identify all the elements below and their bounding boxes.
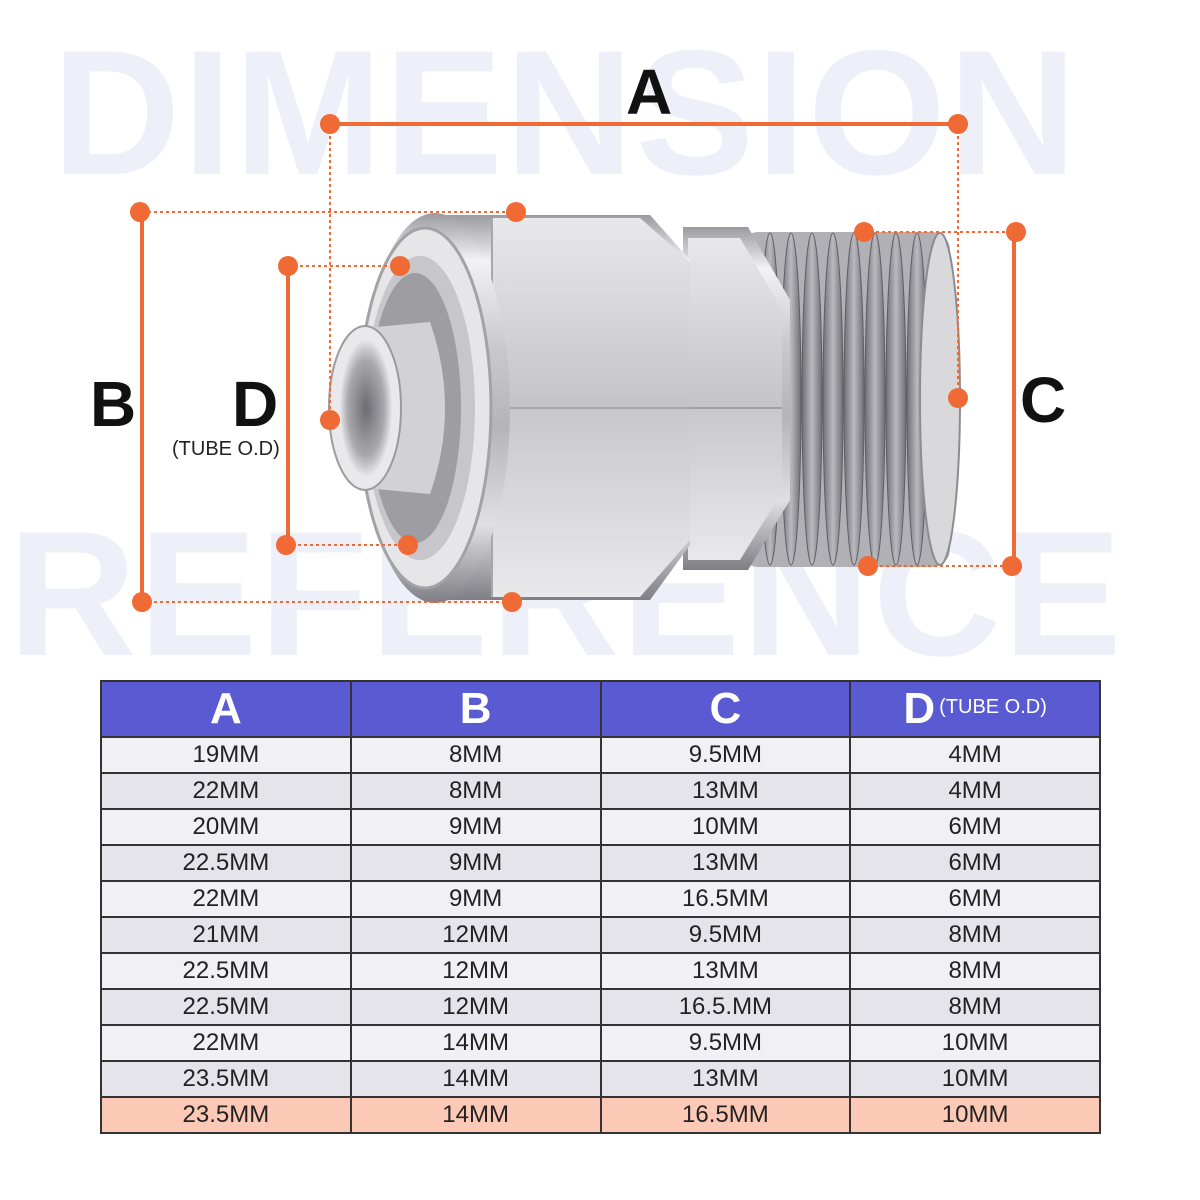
dimension-point-d-top <box>278 256 298 276</box>
header-b: B <box>349 680 602 738</box>
dimension-point-a-right <box>948 388 968 408</box>
table-cell: 13MM <box>599 952 852 990</box>
thread-ridge <box>801 232 823 566</box>
dimension-point-d-top-end <box>390 256 410 276</box>
thread-ridge <box>864 232 886 566</box>
rear-hex-nut <box>683 227 790 570</box>
table-cell: 21MM <box>100 916 352 954</box>
table-cell: 16.5MM <box>599 1096 852 1134</box>
table-cell: 6MM <box>849 808 1101 846</box>
table-cell: 22.5MM <box>100 988 352 1026</box>
table-cell: 8MM <box>849 916 1101 954</box>
dimension-label-b: B <box>90 368 137 440</box>
watermark-dimension: DIMENSION <box>52 13 1079 212</box>
table-cell: 16.5.MM <box>599 988 852 1026</box>
table-cell: 10MM <box>849 1096 1101 1134</box>
table-cell: 8MM <box>349 772 602 810</box>
table-cell: 19MM <box>100 736 352 774</box>
dimension-point-b-bottom <box>132 592 152 612</box>
table-cell: 9MM <box>349 880 602 918</box>
dimension-point-a-left <box>320 410 340 430</box>
table-cell: 16.5MM <box>599 880 852 918</box>
table-cell: 9.5MM <box>599 1024 852 1062</box>
table-cell: 22.5MM <box>100 844 352 882</box>
dimension-label-d-sub: (TUBE O.D) <box>172 438 280 460</box>
thread-ridge <box>843 232 865 566</box>
table-cell: 20MM <box>100 808 352 846</box>
header-d: D(TUBE O.D) <box>849 680 1101 738</box>
header-d-sub: (TUBE O.D) <box>939 696 1047 718</box>
table-cell: 13MM <box>599 844 852 882</box>
dimension-lines <box>130 114 1026 612</box>
dimension-point-b-bottom-end <box>502 592 522 612</box>
table-cell: 22MM <box>100 772 352 810</box>
table-cell: 22MM <box>100 1024 352 1062</box>
dimension-point-c-top-end <box>854 222 874 242</box>
table-cell: 14MM <box>349 1096 602 1134</box>
table-cell: 8MM <box>849 952 1101 990</box>
fitting-diagram <box>130 114 1026 612</box>
header-c: C <box>599 680 852 738</box>
table-cell: 14MM <box>349 1024 602 1062</box>
table-cell: 4MM <box>849 736 1101 774</box>
table-cell: 22MM <box>100 880 352 918</box>
thread-ridge <box>822 232 844 566</box>
table-cell: 4MM <box>849 772 1101 810</box>
table-cell: 23.5MM <box>100 1060 352 1098</box>
table-cell: 10MM <box>599 808 852 846</box>
thread-ridge <box>885 232 907 566</box>
table-cell: 9.5MM <box>599 736 852 774</box>
dimension-point-c-top <box>1006 222 1026 242</box>
table-cell: 23.5MM <box>100 1096 352 1134</box>
table-cell: 22.5MM <box>100 952 352 990</box>
table-cell: 14MM <box>349 1060 602 1098</box>
table-header-row: A B C D(TUBE O.D) <box>100 680 1101 738</box>
table-cell: 12MM <box>349 952 602 990</box>
dimension-label-a: A <box>626 56 673 128</box>
tube-nose <box>328 322 445 494</box>
table-cell: 13MM <box>599 772 852 810</box>
dimension-point-d-bottom <box>276 535 296 555</box>
table-cell: 10MM <box>849 1024 1101 1062</box>
table-cell: 12MM <box>349 988 602 1026</box>
table-cell: 9MM <box>349 808 602 846</box>
dimension-point-b-top <box>130 202 150 222</box>
table-cell: 12MM <box>349 916 602 954</box>
table-cell: 9MM <box>349 844 602 882</box>
dimension-point-b-top-end <box>506 202 526 222</box>
header-a: A <box>100 680 352 738</box>
table-cell: 10MM <box>849 1060 1101 1098</box>
dimension-point-c-bottom-end <box>858 556 878 576</box>
table-cell: 9.5MM <box>599 916 852 954</box>
dimension-label-c: C <box>1020 364 1067 436</box>
table-cell: 8MM <box>349 736 602 774</box>
dimension-point-a-start <box>320 114 340 134</box>
table-cell: 13MM <box>599 1060 852 1098</box>
dimension-point-d-bottom-end <box>398 535 418 555</box>
table-cell: 6MM <box>849 880 1101 918</box>
dimension-point-a-end <box>948 114 968 134</box>
dimension-point-c-bottom <box>1002 556 1022 576</box>
table-cell: 6MM <box>849 844 1101 882</box>
table-cell: 8MM <box>849 988 1101 1026</box>
dimension-label-d: D <box>232 368 279 440</box>
